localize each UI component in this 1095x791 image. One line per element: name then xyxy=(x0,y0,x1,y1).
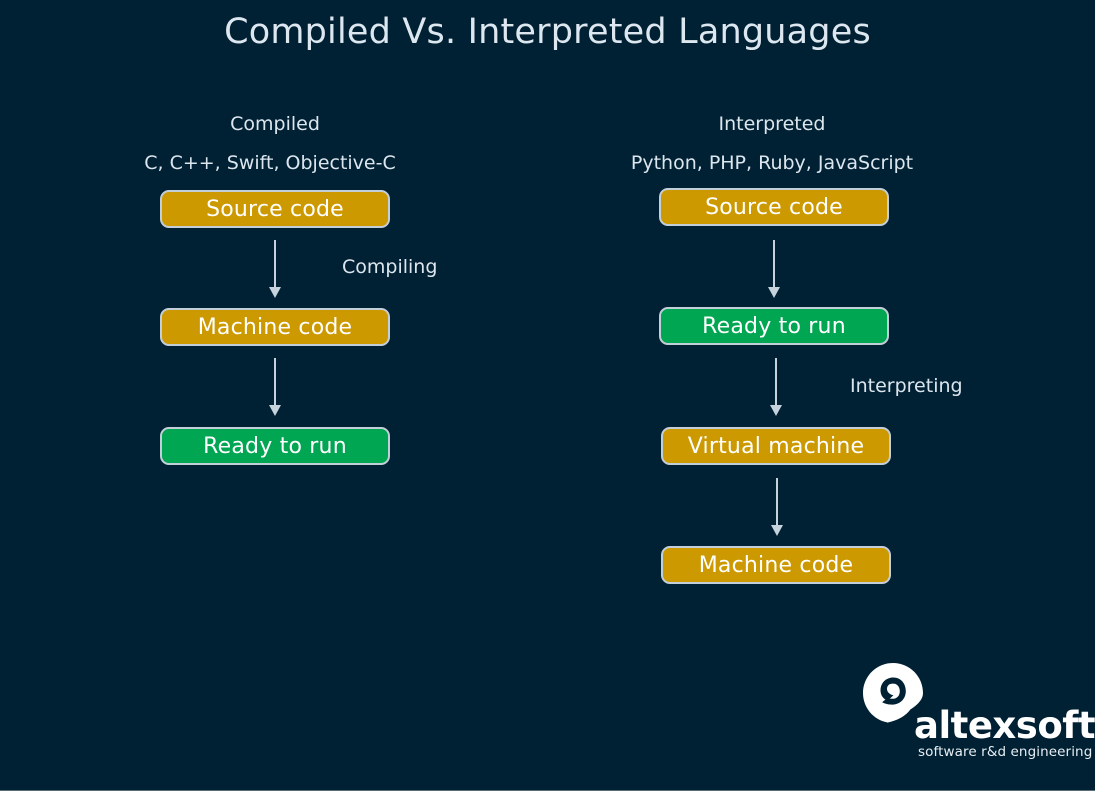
column-heading-compiled: Compiled xyxy=(230,113,320,135)
box-compiled-ready-to-run[interactable]: Ready to run xyxy=(160,427,390,465)
column-heading-interpreted: Interpreted xyxy=(718,113,826,135)
logo-tagline: software r&d engineering xyxy=(918,744,1093,760)
arrow-shaft xyxy=(274,358,276,405)
column-languages-interpreted: Python, PHP, Ruby, JavaScript xyxy=(630,152,914,174)
process-label-compiling: Compiling xyxy=(342,256,438,278)
arrow-shaft xyxy=(773,240,775,287)
page-title: Compiled Vs. Interpreted Languages xyxy=(224,12,871,52)
arrow-head-icon xyxy=(269,287,281,298)
arrow-shaft xyxy=(776,478,778,525)
box-interpreted-virtual-machine[interactable]: Virtual machine xyxy=(661,427,891,465)
box-interpreted-ready-to-run[interactable]: Ready to run xyxy=(659,307,889,345)
box-compiled-source-code[interactable]: Source code xyxy=(160,190,390,228)
arrow-interpreted-ready-to-vm xyxy=(764,358,788,416)
altexsoft-logo-icon xyxy=(863,663,923,723)
arrow-shaft xyxy=(775,358,777,405)
arrow-interpreted-vm-to-machine xyxy=(765,478,789,536)
arrow-shaft xyxy=(274,240,276,287)
box-interpreted-source-code[interactable]: Source code xyxy=(659,188,889,226)
arrow-compiled-source-to-machine xyxy=(263,240,287,298)
column-languages-compiled: C, C++, Swift, Objective-C xyxy=(144,152,396,174)
box-compiled-machine-code[interactable]: Machine code xyxy=(160,308,390,346)
arrow-head-icon xyxy=(771,525,783,536)
arrow-head-icon xyxy=(770,405,782,416)
arrow-compiled-machine-to-ready xyxy=(263,358,287,416)
arrow-interpreted-source-to-ready xyxy=(762,240,786,298)
arrow-head-icon xyxy=(768,287,780,298)
arrow-head-icon xyxy=(269,405,281,416)
box-interpreted-machine-code[interactable]: Machine code xyxy=(661,546,891,584)
logo-wordmark: altexsoft xyxy=(914,704,1095,747)
process-label-interpreting: Interpreting xyxy=(850,375,963,397)
